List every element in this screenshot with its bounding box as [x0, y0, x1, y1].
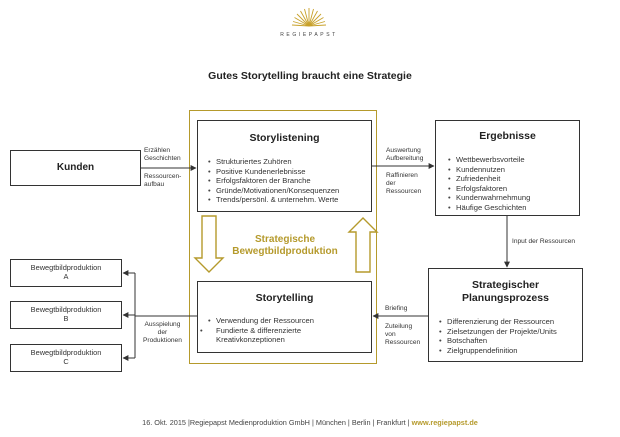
- page-title: Gutes Storytelling braucht eine Strategi…: [208, 70, 412, 82]
- label-ausspielung-line3: Produktionen: [143, 337, 182, 344]
- production-c-line2: C: [63, 357, 69, 366]
- label-raffinieren-line2: der: [386, 180, 396, 187]
- planung-title-line2: Planungsprozess: [462, 291, 549, 304]
- label-briefing: Briefing: [385, 305, 408, 312]
- label-ausspielung-line2: der: [157, 329, 168, 336]
- list-item: Zufriedenheit: [448, 174, 530, 184]
- label-zuteilung: Zuteilung von Ressourcen: [385, 323, 420, 347]
- production-b-box: Bewegtbildproduktion B: [10, 301, 122, 329]
- gold-up-arrow-icon: [347, 217, 379, 273]
- production-b-line1: Bewegtbildproduktion: [30, 305, 102, 314]
- kunden-title: Kunden: [56, 162, 95, 173]
- production-a-line1: Bewegtbildproduktion: [30, 263, 102, 272]
- list-item: Strukturiertes Zuhören: [208, 157, 339, 167]
- label-input: Input der Ressourcen: [512, 238, 576, 245]
- list-item: Positive Kundenerlebnisse: [208, 167, 339, 177]
- storylistening-list: Strukturiertes Zuhören Positive Kundener…: [208, 157, 339, 205]
- list-item: Kundenwahrnehmung: [448, 193, 530, 203]
- label-ressourcen-line2: aufbau: [144, 181, 165, 188]
- list-item: Wettbewerbsvorteile: [448, 155, 530, 165]
- label-erzaehlen-line1: Erzählen: [144, 147, 171, 154]
- storylistening-title: Storylistening: [249, 132, 320, 144]
- label-ausspielung-line1: Ausspielung: [144, 321, 181, 328]
- label-erzaehlen: Erzählen Geschichten: [144, 147, 181, 163]
- list-item: Differenzierung der Ressourcen: [439, 317, 557, 327]
- storytelling-box: Storytelling Verwendung der Ressourcen F…: [197, 281, 372, 353]
- production-a-line2: A: [63, 272, 69, 281]
- label-raffinieren-line3: Ressourcen: [386, 188, 422, 195]
- center-label-line2: Bewegtbildproduktion: [232, 246, 338, 257]
- label-auswertung-line1: Auswertung: [386, 147, 421, 154]
- storytelling-title: Storytelling: [255, 292, 314, 304]
- planung-title: Strategischer Planungsprozess: [429, 279, 582, 304]
- ergebnisse-title: Ergebnisse: [479, 130, 536, 142]
- label-auswertung: Auswertung Aufbereitung: [386, 147, 423, 163]
- label-raffinieren: Raffinieren der Ressourcen: [386, 172, 421, 196]
- sunburst-logo-icon: [291, 8, 327, 27]
- list-item: Fundierte & differenzierte Kreativkonzep…: [208, 326, 366, 345]
- production-c-line1: Bewegtbildproduktion: [30, 348, 102, 357]
- center-label: Strategische Bewegtbildproduktion: [210, 234, 360, 258]
- storylistening-box: Storylistening Strukturiertes Zuhören Po…: [197, 120, 372, 212]
- label-zuteilung-line3: Ressourcen: [385, 339, 421, 346]
- label-auswertung-line2: Aufbereitung: [386, 155, 424, 162]
- label-zuteilung-line1: Zuteilung: [385, 323, 413, 330]
- list-item: Erfolgsfaktoren: [448, 184, 530, 194]
- logo-wordmark: REGIEPAPST: [280, 32, 338, 38]
- center-label-line1: Strategische: [254, 234, 316, 245]
- planung-list: Differenzierung der Ressourcen Zielsetzu…: [439, 317, 557, 355]
- footer-link[interactable]: www.regiepapst.de: [411, 418, 478, 427]
- list-item: Häufige Geschichten: [448, 203, 530, 213]
- production-a-box: Bewegtbildproduktion A: [10, 259, 122, 287]
- label-ressourcen-line1: Ressourcen-: [144, 173, 182, 180]
- list-item: Gründe/Motivationen/Konsequenzen: [208, 186, 339, 196]
- planung-title-line1: Strategischer: [471, 279, 540, 291]
- production-c-box: Bewegtbildproduktion C: [10, 344, 122, 372]
- ergebnisse-list: Wettbewerbsvorteile Kundennutzen Zufried…: [448, 155, 530, 213]
- production-b-line2: B: [63, 314, 69, 323]
- list-item: Verwendung der Ressourcen: [208, 316, 366, 326]
- label-raffinieren-line1: Raffinieren: [386, 172, 418, 179]
- label-erzaehlen-line2: Geschichten: [144, 155, 181, 162]
- kunden-box: Kunden: [10, 150, 141, 186]
- footer-text: 16. Okt. 2015 |Regiepapst Medienprodukti…: [142, 418, 412, 427]
- strategy-frame: [189, 110, 377, 364]
- list-item: Erfolgsfaktoren der Branche: [208, 176, 339, 186]
- label-ausspielung: Ausspielung der Produktionen: [143, 321, 182, 345]
- ergebnisse-box: Ergebnisse Wettbewerbsvorteile Kundennut…: [435, 120, 580, 216]
- list-item: Botschaften: [439, 336, 557, 346]
- storytelling-list: Verwendung der Ressourcen Fundierte & di…: [208, 316, 366, 345]
- logo: REGIEPAPST: [274, 4, 344, 44]
- list-item: Trends/persönl. & unternehm. Werte: [208, 195, 339, 205]
- planung-box: Strategischer Planungsprozess Differenzi…: [428, 268, 583, 362]
- label-zuteilung-line2: von: [385, 331, 396, 338]
- list-item: Zielgruppendefinition: [439, 346, 557, 356]
- footer: 16. Okt. 2015 |Regiepapst Medienprodukti…: [0, 418, 620, 427]
- gold-down-arrow-icon: [193, 215, 225, 273]
- label-ressourcenaufbau: Ressourcen- aufbau: [144, 173, 181, 189]
- list-item: Zielsetzungen der Projekte/Units: [439, 327, 557, 337]
- list-item: Kundennutzen: [448, 165, 530, 175]
